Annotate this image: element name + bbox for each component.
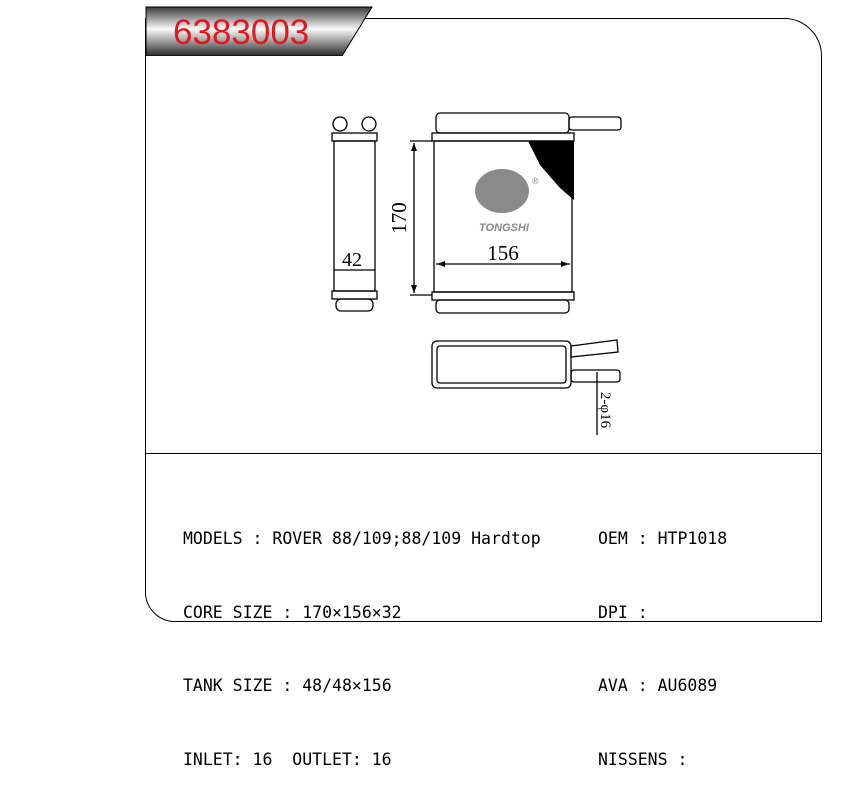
heater-core-drawing: ® TONGSHI 42 156 170 2-φ16 (331, 112, 622, 435)
specs-left: MODELS : ROVER 88/109;88/109 Hardtop COR… (183, 478, 541, 797)
part-number-tab: 6383003 (145, 5, 373, 56)
spec-tank-size: TANK SIZE : 48/48×156 (183, 676, 392, 695)
arrow-icon (437, 261, 445, 267)
registered-mark: ® (532, 176, 539, 186)
side-view (331, 116, 378, 312)
arrow-icon (561, 261, 569, 267)
logo-text: TONGSHI (479, 222, 530, 234)
tab-background (145, 6, 373, 56)
pipe-diameter-label: 2-φ16 (597, 392, 613, 429)
top-view (431, 339, 621, 435)
cutaway-fins (528, 141, 574, 200)
spec-models: MODELS : ROVER 88/109;88/109 Hardtop (183, 529, 541, 548)
spec-inlet-outlet: INLET: 16 OUTLET: 16 (183, 749, 392, 769)
side-width-label: 42 (342, 249, 362, 271)
front-view (410, 112, 622, 314)
spec-core-size: CORE SIZE : 170×156×32 (183, 602, 402, 622)
section-divider (145, 453, 822, 454)
spec-ava: AVA : AU6089 (598, 676, 718, 695)
height-label: 170 (387, 202, 411, 234)
part-number: 6383003 (173, 13, 310, 52)
spec-dpi: DPI : (598, 602, 658, 622)
width-label: 156 (487, 241, 519, 265)
tongshi-logo-icon (475, 169, 529, 213)
arrow-icon (411, 285, 417, 293)
specs-right: OEM : HTP1018 DPI : AVA : AU6089 NISSENS… (598, 478, 727, 797)
sheet-frame (145, 18, 822, 622)
spec-oem: OEM : HTP1018 (598, 529, 728, 548)
arrow-icon (411, 143, 417, 151)
spec-nissens: NISSENS : (598, 749, 698, 769)
